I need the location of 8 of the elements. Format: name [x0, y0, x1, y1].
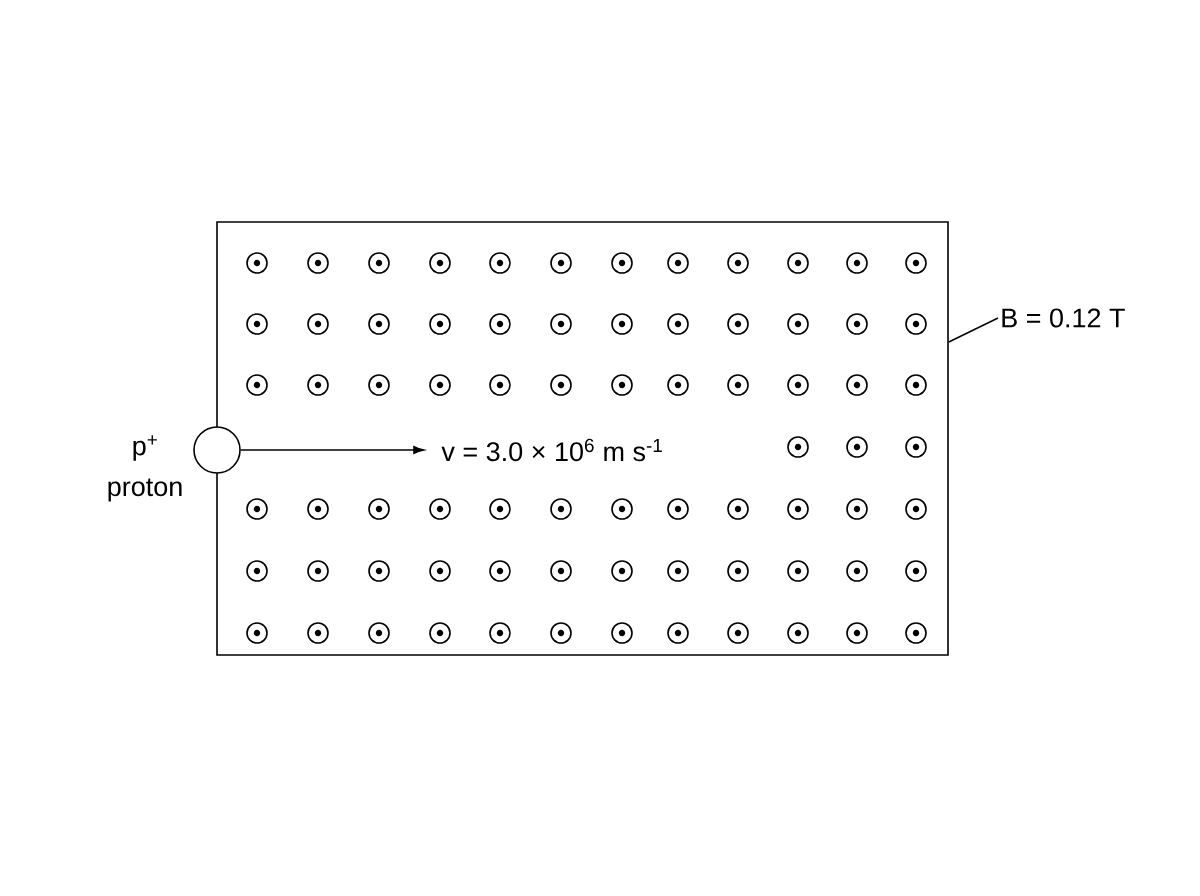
arrow — [240, 445, 425, 455]
particle-label: p$^{+}$ — [133, 435, 157, 461]
leader-line — [948, 317, 999, 343]
field-label: B = 0.12 T — [1002, 308, 1125, 328]
particle-label: proton — [108, 478, 182, 502]
velocity-label: v = 3.0 × 10$^{6}$ m s$^{-1}$ — [441, 438, 662, 462]
proton-circle — [193, 426, 241, 474]
field-region-box — [216, 221, 949, 656]
